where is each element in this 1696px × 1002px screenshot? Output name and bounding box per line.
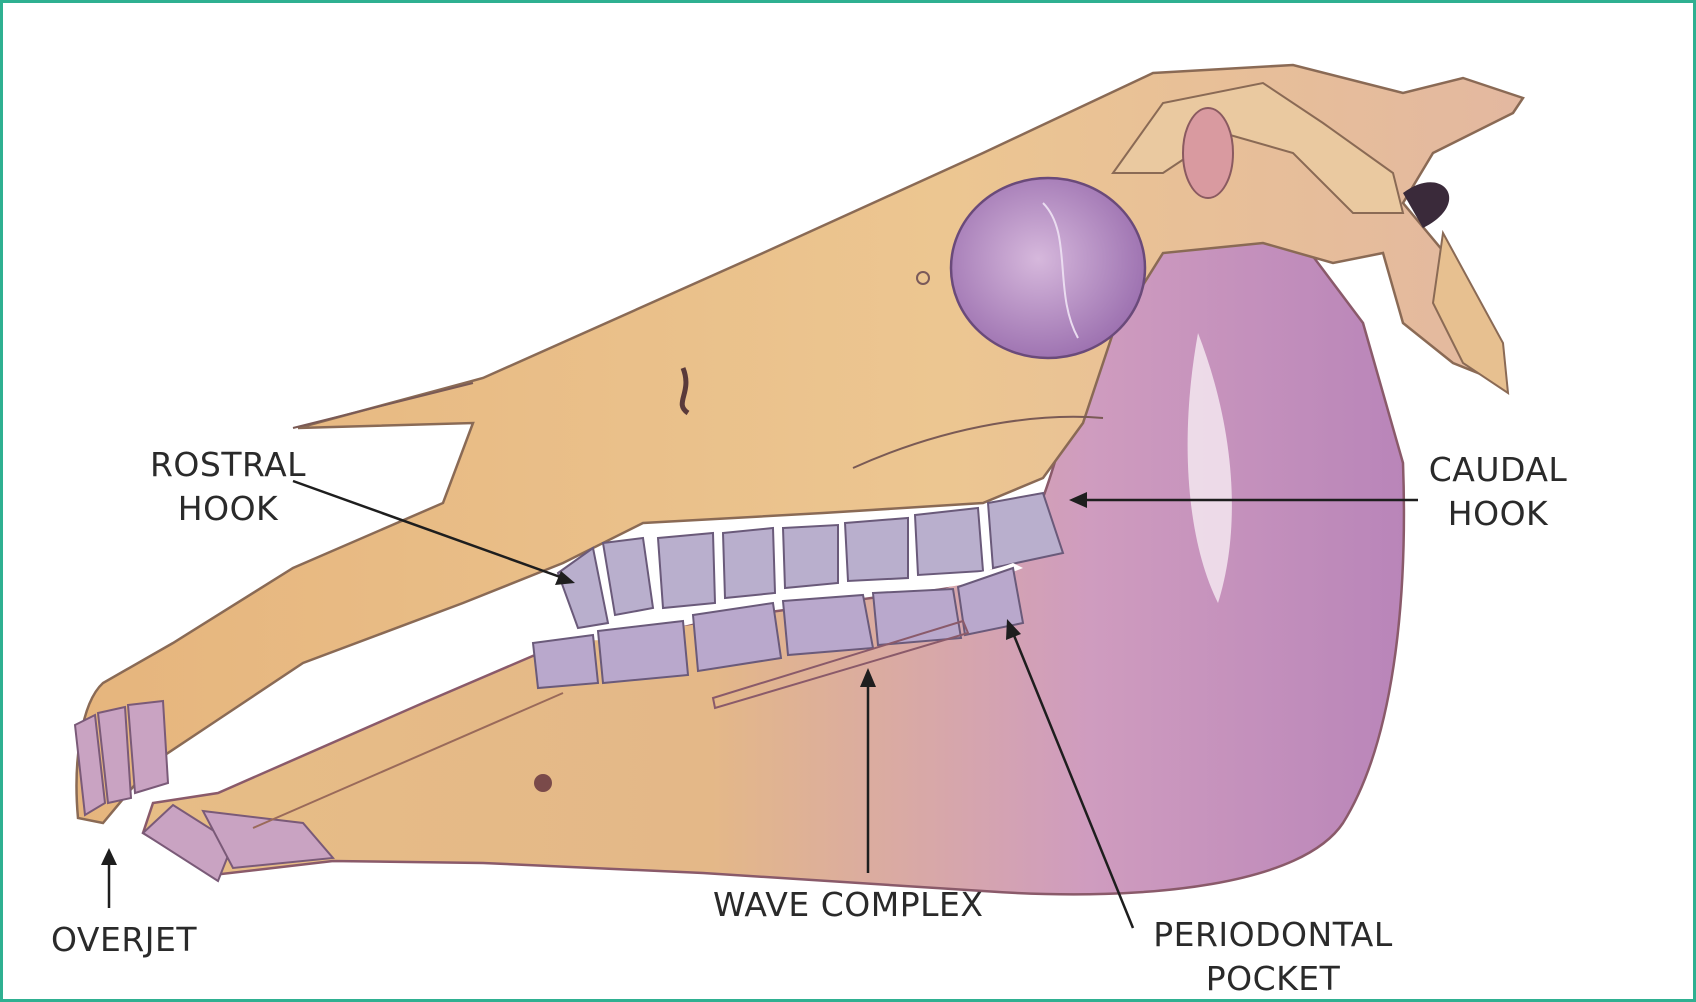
caudal-hook-label: CAUDAL HOOK [1408, 448, 1588, 536]
diagram-canvas: ROSTRAL HOOK CAUDAL HOOK OVERJET WAVE CO… [3, 3, 1693, 999]
overjet-label: OVERJET [51, 918, 197, 962]
wave-complex-label: WAVE COMPLEX [713, 883, 983, 927]
overjet-arrowhead [101, 848, 117, 865]
rostral-hook-label: ROSTRAL HOOK [128, 443, 328, 531]
orbit [951, 178, 1145, 358]
periodontal-pocket-label: PERIODONTAL POCKET [1123, 913, 1423, 1001]
upper-incisors [75, 701, 168, 815]
